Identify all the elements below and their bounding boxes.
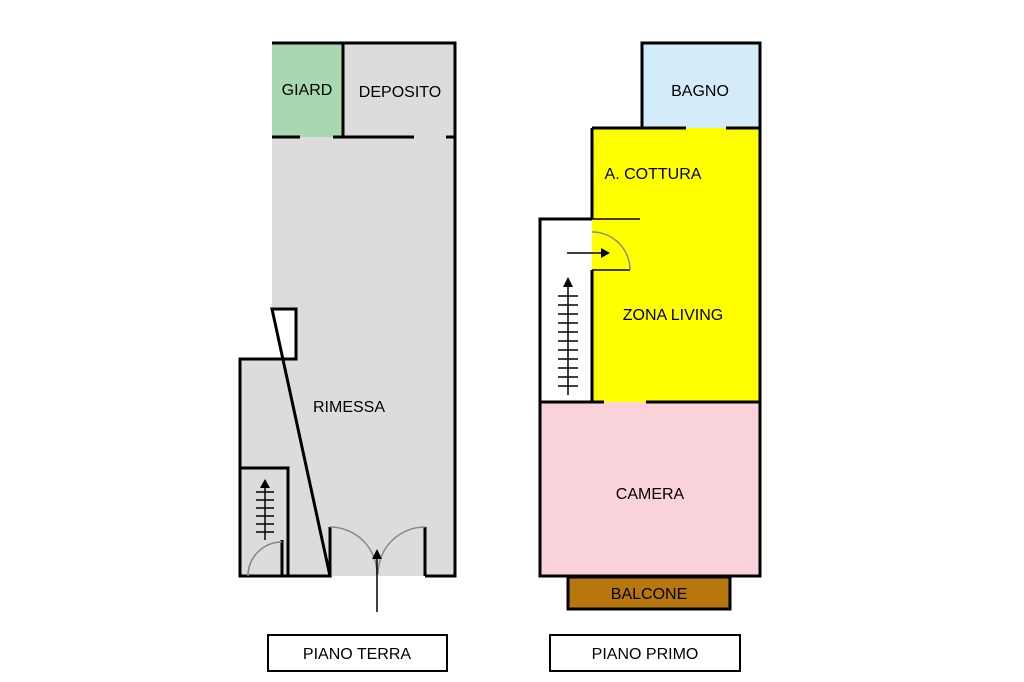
room-living	[592, 128, 760, 402]
first-bagno-wall	[640, 41, 762, 128]
room-rimessa	[240, 137, 455, 576]
label-rimessa: RIMESSA	[313, 399, 385, 416]
first-stair-treads	[558, 277, 578, 395]
stair-exit-arrow-head	[601, 248, 610, 258]
caption-piano-primo: PIANO PRIMO	[549, 634, 741, 672]
room-balcone	[568, 577, 730, 609]
first-outer-wall	[538, 128, 762, 578]
balcony-outline	[566, 575, 732, 611]
ground-stair-door-arc	[247, 541, 283, 577]
ground-floor-plan: GIARD DEPOSITO RIMESSA	[238, 41, 457, 612]
caption-piano-terra-text: PIANO TERRA	[303, 646, 412, 663]
stair-door-arc	[591, 231, 631, 271]
label-cottura: A. COTTURA	[605, 166, 702, 183]
entrance-door-arc-right	[377, 526, 426, 575]
label-bagno: BAGNO	[671, 83, 729, 100]
ground-outer-wall	[238, 41, 457, 578]
first-floor-plan: BAGNO A. COTTURA ZONA LIVING CAMERA BALC…	[538, 41, 762, 611]
label-giard: GIARD	[282, 82, 333, 99]
first-stair-area	[540, 219, 592, 402]
label-deposito: DEPOSITO	[359, 84, 441, 101]
label-living: ZONA LIVING	[623, 307, 723, 324]
caption-piano-primo-text: PIANO PRIMO	[592, 646, 699, 663]
room-bagno	[642, 43, 760, 128]
entrance-arrow-head	[372, 549, 382, 559]
label-balcone: BALCONE	[611, 586, 687, 603]
ground-stair-treads	[256, 479, 274, 540]
label-camera: CAMERA	[616, 486, 685, 503]
room-deposito	[343, 43, 455, 137]
caption-piano-terra: PIANO TERRA	[267, 634, 448, 672]
room-camera	[540, 402, 760, 576]
room-giard	[272, 43, 343, 137]
entrance-door-arc-left	[329, 526, 378, 575]
ground-stair-wall	[240, 466, 290, 576]
